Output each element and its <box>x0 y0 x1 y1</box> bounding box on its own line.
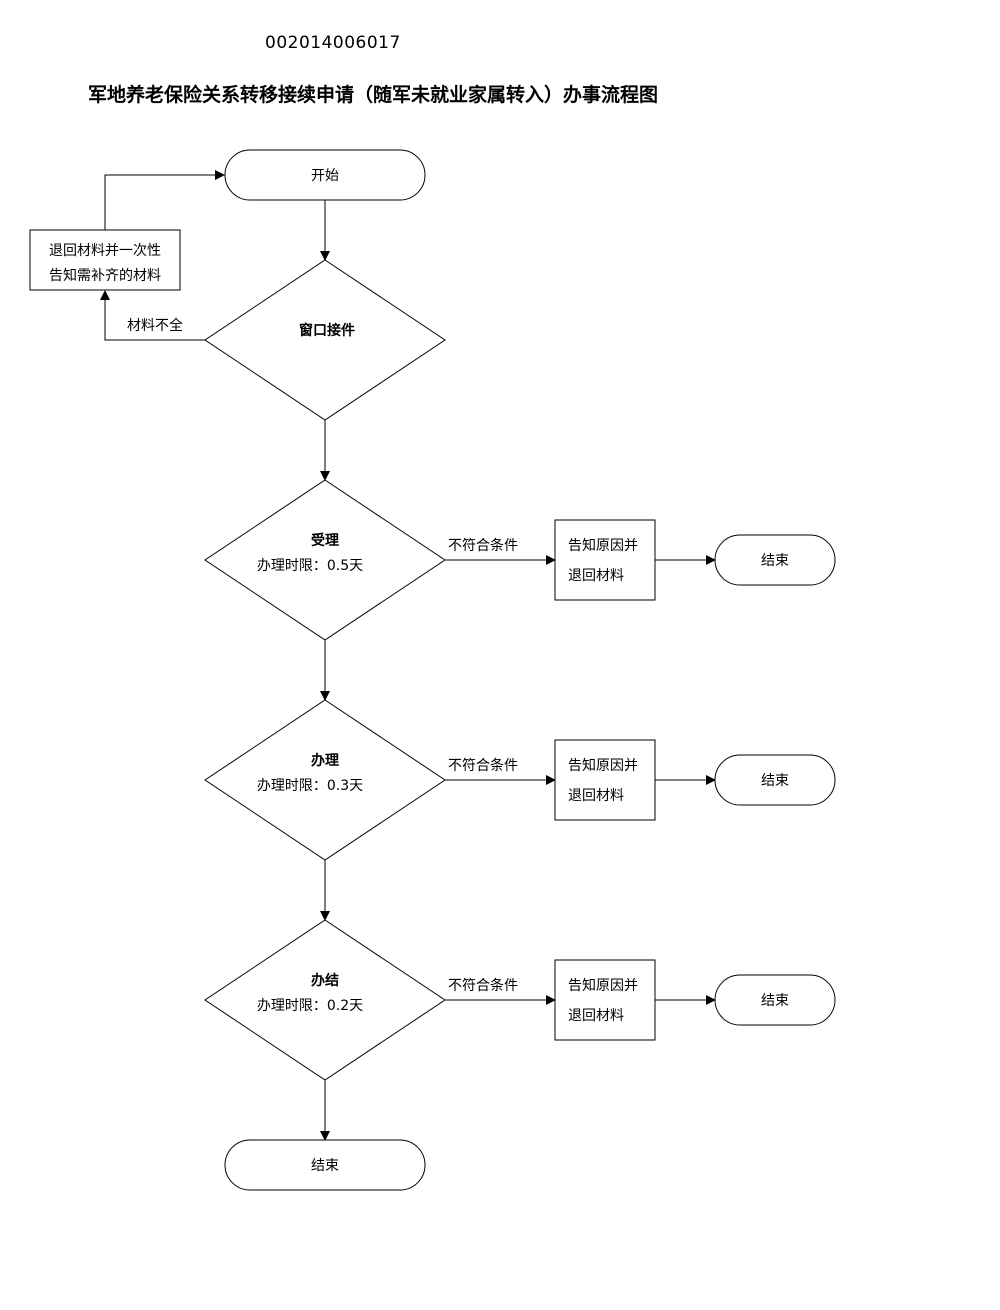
window-decision <box>204 259 446 421</box>
return-box-line2: 告知需补齐的材料 <box>49 267 161 284</box>
complete-end-terminal <box>714 974 836 1026</box>
process-title: 办理 <box>311 752 339 769</box>
process-time-limit: 办理时限：0.3天 <box>257 778 363 794</box>
process-notice-box <box>554 739 656 821</box>
final-end-terminal <box>224 1139 426 1191</box>
return-materials-box <box>29 229 181 291</box>
window-label: 窗口接件 <box>299 322 355 339</box>
complete-notice-box <box>554 959 656 1041</box>
accept-end-label: 结束 <box>761 553 789 569</box>
process-end-label: 结束 <box>761 773 789 789</box>
complete-title: 办结 <box>311 972 339 989</box>
arrow-incomplete-to-return <box>100 290 205 341</box>
accept-notice-box <box>554 519 656 601</box>
document-title: 军地养老保险关系转移接续申请（随军未就业家属转入）办事流程图 <box>88 84 659 106</box>
document-code: 002014006017 <box>265 33 401 53</box>
complete-reject-label: 不符合条件 <box>448 977 518 994</box>
accept-reject-label: 不符合条件 <box>448 537 518 554</box>
complete-time-limit: 办理时限：0.2天 <box>257 998 363 1014</box>
process-notice-line2: 退回材料 <box>568 788 624 804</box>
accept-notice-line2: 退回材料 <box>568 568 624 584</box>
process-reject-label: 不符合条件 <box>448 757 518 774</box>
process-end-terminal <box>714 754 836 806</box>
complete-end-label: 结束 <box>761 993 789 1009</box>
accept-end-terminal <box>714 534 836 586</box>
complete-notice-line1: 告知原因并 <box>568 977 638 994</box>
return-box-line1: 退回材料并一次性 <box>49 243 161 259</box>
accept-time-limit: 办理时限：0.5天 <box>257 558 363 574</box>
final-end-label: 结束 <box>311 1158 339 1174</box>
arrow-return-to-start <box>104 170 225 230</box>
process-notice-line1: 告知原因并 <box>568 757 638 774</box>
complete-notice-line2: 退回材料 <box>568 1008 624 1024</box>
start-label: 开始 <box>311 168 339 184</box>
accept-title: 受理 <box>311 532 339 549</box>
incomplete-label: 材料不全 <box>127 317 183 334</box>
accept-notice-line1: 告知原因并 <box>568 537 638 554</box>
